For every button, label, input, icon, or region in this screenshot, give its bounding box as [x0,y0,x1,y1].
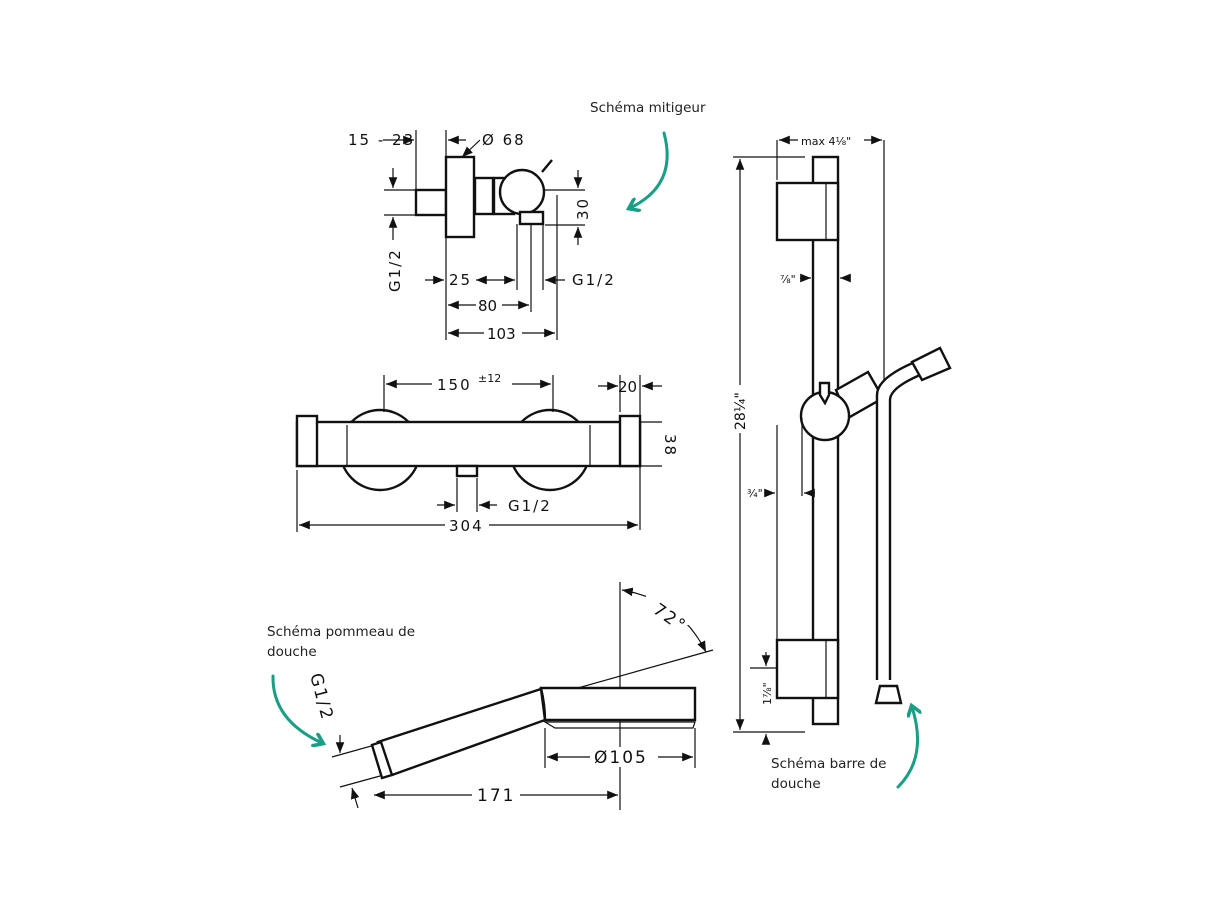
dim-103: 103 [487,325,516,343]
dim-38: 38 [661,434,679,457]
hand-shower-view: 72° G1/2 Ø105 171 [305,582,714,810]
caption-shower-bar: Schéma barre de douche [771,756,887,792]
shower-bar-view: max 4⅛" ⅞" 28¼" ¾" 1⅞" [730,131,952,745]
dim-20: 20 [618,378,637,396]
dim-304: 304 [449,517,484,535]
dim-25: 25 [449,271,472,289]
dim-diameter-105: Ø105 [594,748,648,768]
mixer-callout-arrow-icon [630,131,669,208]
dim-150: 150 [437,376,472,394]
dim-seven-eighths: ⅞" [780,273,796,286]
dim-g12-right: G1/2 [572,271,616,289]
mixer-front-view: 150 ±12 20 38 G1/2 304 [295,372,679,535]
dim-tolerance: ±12 [478,372,501,385]
dim-1-seven-eighths: 1⅞" [761,682,774,705]
dim-30: 30 [574,197,592,220]
caption-mixer: Schéma mitigeur [590,100,706,116]
bar-callout-arrow-icon [896,707,918,789]
dim-g12-left: G1/2 [386,248,404,292]
dim-g12: G1/2 [305,671,337,723]
dim-max-width: max 4⅛" [801,135,851,148]
dim-15-23: 15 - 23 [348,131,415,149]
dim-g12: G1/2 [508,497,552,515]
dim-28-quarter: 28¼" [733,392,749,430]
dim-80: 80 [478,297,497,315]
caption-showerhead: Schéma pommeau de douche [267,624,415,660]
dim-three-quarters: ¾" [747,487,763,500]
showerhead-callout-arrow-icon [271,674,322,743]
dim-diameter-68: Ø 68 [482,131,526,149]
dim-171: 171 [477,786,515,806]
mixer-side-view: 15 - 23 Ø 68 30 G1/2 25 G1/2 80 103 [348,130,616,343]
